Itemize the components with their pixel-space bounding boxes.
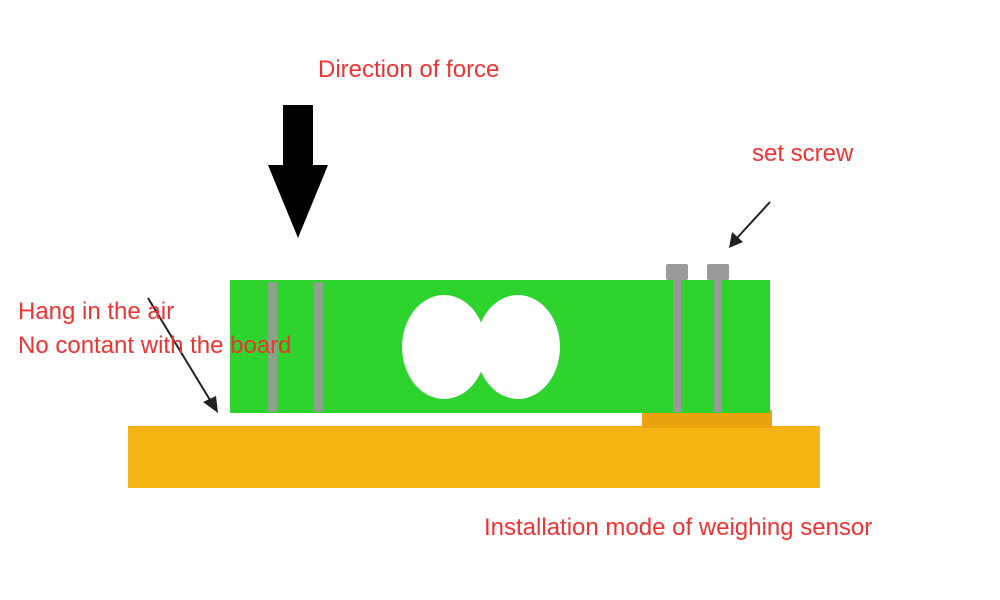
set-screw-pointer xyxy=(729,201,771,248)
no-contact-label: No contant with the board xyxy=(18,332,292,359)
set-screws xyxy=(666,264,729,412)
support-pad xyxy=(642,410,772,428)
set-screw-label: set screw xyxy=(752,140,854,167)
force-arrow xyxy=(268,105,328,238)
diagram-caption: Installation mode of weighing sensor xyxy=(484,514,873,541)
base-board xyxy=(128,426,820,488)
hang-in-air-label: Hang in the air xyxy=(18,298,175,325)
direction-of-force-label: Direction of force xyxy=(318,56,500,83)
load-end-mounting-holes xyxy=(268,282,323,412)
hang-pointer xyxy=(147,297,218,413)
strain-hole xyxy=(402,295,560,399)
